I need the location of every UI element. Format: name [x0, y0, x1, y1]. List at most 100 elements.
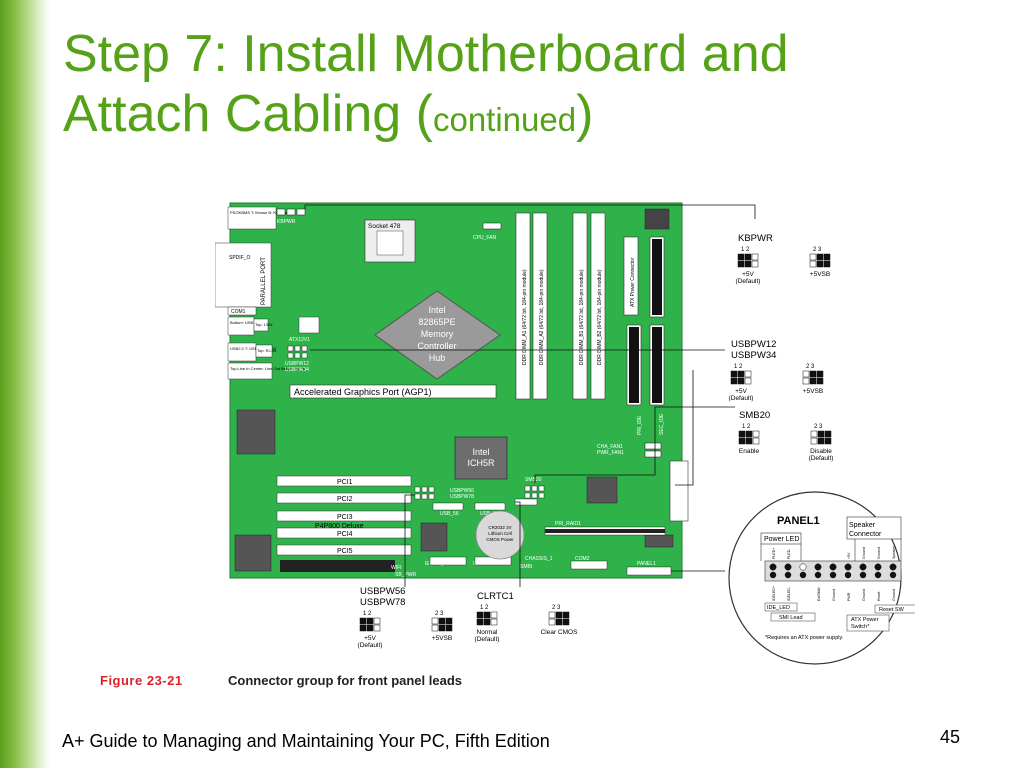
kbpwr-callout-left-note: (Default) [736, 278, 761, 285]
panel1-pin-bottom [859, 571, 867, 579]
socket-label: Socket 478 [368, 223, 401, 230]
spdif-label: SPDIF_O [229, 255, 251, 261]
smb20-callout-left-jumper [738, 430, 760, 445]
title-line-1: Step 7: Install Motherboard and [63, 25, 789, 83]
kbpwr-callout-title: KBPWR [738, 233, 773, 244]
pci1-label: PCI1 [337, 479, 353, 486]
usbpw56-callout-left-jumper [359, 617, 381, 632]
svg-text:USB_56: USB_56 [440, 511, 459, 517]
panel1-pin-bottom [844, 571, 852, 579]
svg-text:WIFI: WIFI [391, 565, 402, 571]
usbpw12-callout-title-1: USBPW12 [731, 339, 776, 350]
svg-text:Lithium Cell: Lithium Cell [488, 531, 512, 536]
svg-text:82865PE: 82865PE [418, 317, 455, 327]
kbpwr-callout-left-jumper [737, 253, 759, 268]
panel1-pin-top [814, 563, 822, 571]
memory-controller-hub-chip: Intel 82865PE Memory Controller Hub [374, 290, 501, 380]
svg-text:USBPW12: USBPW12 [285, 361, 309, 367]
smb20-callout-left-pins: 1 2 [742, 424, 751, 430]
svg-text:ATX12V1: ATX12V1 [289, 337, 310, 343]
panel1-header [764, 560, 902, 582]
svg-text:USBPW56: USBPW56 [450, 488, 474, 494]
svg-text:Intel: Intel [428, 305, 445, 315]
smb20-callout-title: SMB20 [739, 410, 770, 421]
panel1-pin-label-bottom: PWR [847, 592, 851, 601]
ps2-label: PS/2KBMS T: Mouse B: Keyboard [230, 210, 290, 215]
leader-side [675, 370, 694, 486]
svg-text:PWR_FAN1: PWR_FAN1 [597, 450, 624, 456]
reset-sw-label: Reset SW [879, 607, 905, 613]
panel1-pin-top [799, 563, 807, 571]
cmos-battery: CR2032 3V Lithium Cell CMOS Power [475, 510, 525, 560]
panel1-pin-label-top: Ground [877, 547, 881, 559]
svg-text:Memory: Memory [421, 329, 454, 339]
svg-text:PRI_IDE: PRI_IDE [637, 415, 643, 435]
kbpwr-callout-left-pins: 1 2 [741, 247, 750, 253]
ide-connectors: SEC_IDE PRI_IDE [626, 208, 670, 435]
dimm-a1-label: DDR DIMM_A1 (64/72 bit, 184-pin module) [522, 269, 528, 365]
rj45-label: Top: RJ-45 [257, 348, 277, 353]
audio-chip [234, 534, 272, 572]
rear-io-panel: PS/2KBMS T: Mouse B: Keyboard SPDIF_O PA… [215, 206, 305, 380]
smb20-callout-right-pins: 2 3 [814, 424, 823, 430]
panel1-pin-label-bottom: Reset [877, 592, 881, 601]
pci5-label: PCI5 [337, 548, 353, 555]
usbpw12-callout-left-label: +5V [735, 388, 747, 395]
panel1-pin-label-top: Ground [862, 547, 866, 559]
usbpw12-callout-left-note: (Default) [729, 395, 754, 402]
agp-label: Accelerated Graphics Port (AGP1) [294, 387, 432, 397]
leader-kbpwr [304, 204, 756, 219]
panel1-pin-label-top: PLED- [787, 548, 791, 559]
dark-strip [280, 560, 395, 572]
svg-text:PRI_RAID1: PRI_RAID1 [555, 521, 581, 527]
ich5r-chip: Intel ICH5R [454, 436, 508, 480]
svg-text:USBPW34: USBPW34 [285, 367, 309, 373]
lan-chip [420, 522, 448, 552]
dimm-slots: DDR DIMM_A1 (64/72 bit, 184-pin module) … [515, 212, 606, 400]
io-chip [236, 409, 276, 455]
usbpw56-callout-right-pins: 2 3 [435, 611, 444, 617]
usbpw56-callout-left-label: +5V [364, 635, 376, 642]
kbpwr-board-jumper: KBPWR [276, 208, 306, 225]
panel1-pin-top [829, 563, 837, 571]
dimm-b2-label: DDR DIMM_B2 (64/72 bit, 184-pin module) [597, 269, 603, 365]
svg-text:CMOS Power: CMOS Power [486, 537, 514, 542]
figure-caption: Connector group for front panel leads [228, 673, 463, 688]
panel1-footnote: *Requires an ATX power supply. [765, 635, 844, 641]
panel1-pin-bottom [874, 571, 882, 579]
header-pins [414, 485, 545, 500]
panel1-pin-label-top: +5V [847, 552, 851, 559]
panel1-pin-bottom [784, 571, 792, 579]
svg-text:SMBI: SMBI [520, 564, 532, 570]
atx-power-connector [623, 236, 639, 316]
dimm-a2-label: DDR DIMM_A2 (64/72 bit, 184-pin module) [539, 269, 545, 365]
usbpw12-callout-right-label: +5VSB [803, 388, 823, 395]
svg-text:CHA_FAN1: CHA_FAN1 [597, 444, 623, 450]
usbpw12-callout-right-jumper [802, 370, 824, 385]
com1-label: COM1 [231, 309, 246, 315]
usbpw56-callout-title-2: USBPW78 [360, 597, 405, 608]
svg-text:CR2032 3V: CR2032 3V [488, 525, 511, 530]
panel1-title: PANEL1 [777, 515, 820, 527]
svg-text:Hub: Hub [429, 353, 446, 363]
panel1-pin-top [889, 563, 897, 571]
smb20-callout-left-label: Enable [739, 448, 760, 455]
svg-text:COM2: COM2 [575, 556, 590, 562]
clrtc-callout-right-label: Clear CMOS [541, 629, 579, 636]
svg-text:Intel: Intel [472, 447, 489, 457]
clrtc-callout-right-pins: 2 3 [552, 605, 561, 611]
parallel-port-box [215, 242, 272, 308]
smb20-callout-right-note: (Default) [809, 455, 834, 462]
com1-box [227, 306, 257, 316]
side-accent-bar [0, 0, 50, 768]
panel1-pin-label-bottom: Ground [832, 589, 836, 601]
smi-lead-label: SMI Lead [779, 615, 803, 621]
svg-text:ICH5R: ICH5R [467, 458, 495, 468]
dimm-b1-label: DDR DIMM_B1 (64/72 bit, 184-pin module) [579, 269, 585, 365]
panel1-pin-label-bottom: Ground [892, 589, 896, 601]
audio-box [227, 362, 273, 380]
panel1-pin-bottom [889, 571, 897, 579]
panel1-pin-label-bottom: Ground [862, 589, 866, 601]
